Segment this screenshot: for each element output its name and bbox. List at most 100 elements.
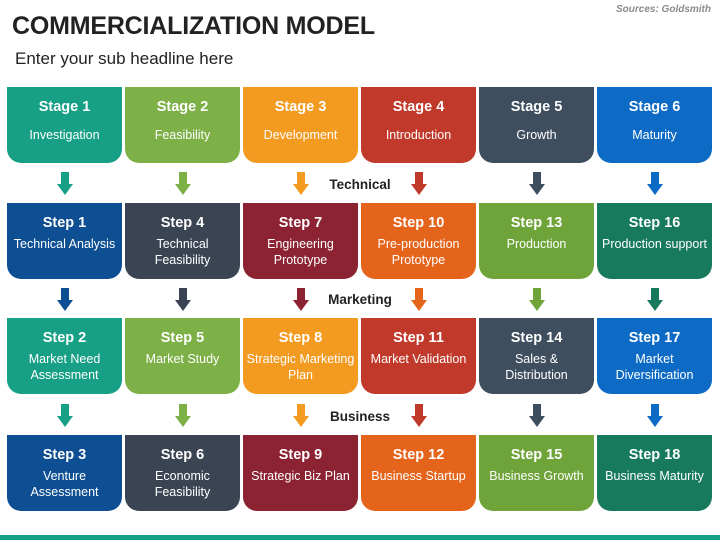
tile-title: Stage 4 [392, 99, 445, 115]
arrow-shaft [414, 172, 423, 184]
tile-title: Step 14 [510, 330, 563, 346]
tile-description: Market Validation [370, 352, 467, 366]
down-arrow-icon [410, 172, 427, 196]
tile-title: Step 1 [42, 215, 87, 231]
stage-tile: Step 2 Market Need Assessment [7, 318, 122, 394]
track-label: Marketing [328, 292, 392, 307]
arrow-head [56, 416, 73, 427]
arrow-shaft [650, 288, 659, 300]
stage-tile: Stage 5 Growth [479, 87, 594, 163]
arrow-shaft [60, 172, 69, 184]
tile-title: Stage 5 [510, 99, 563, 115]
tile-title: Step 17 [628, 330, 681, 346]
tile-description: Venture Assessment [30, 469, 99, 499]
down-arrow-icon [292, 172, 309, 196]
down-arrow-icon [646, 404, 663, 428]
tile-description: Feasibility [154, 128, 211, 142]
arrow-head [56, 184, 73, 195]
down-arrow-icon [528, 288, 545, 312]
page-subtitle: Enter your sub headline here [15, 49, 234, 68]
source-credit: Sources: Goldsmith [615, 4, 711, 15]
down-arrow-icon [646, 172, 663, 196]
tile-description: Market Study [145, 352, 220, 366]
tile-title: Step 16 [628, 215, 681, 231]
arrow-shaft [296, 404, 305, 416]
stage-tile: Step 3 Venture Assessment [7, 435, 122, 511]
arrow-shaft [178, 404, 187, 416]
tile-title: Step 5 [160, 330, 205, 346]
tile-title: Step 9 [278, 447, 323, 463]
arrow-head [292, 416, 309, 427]
tile-title: Step 15 [510, 447, 563, 463]
tile-description: Market Diversification [615, 352, 694, 382]
arrow-head [174, 300, 191, 311]
tile-description: Growth [516, 128, 557, 142]
track-label: Business [329, 409, 391, 424]
stage-tile: Step 5 Market Study [125, 318, 240, 394]
tile-description: Business Growth [489, 469, 584, 483]
down-arrow-icon [56, 172, 73, 196]
arrow-shaft [60, 288, 69, 300]
arrow-shaft [650, 404, 659, 416]
tile-title: Step 12 [392, 447, 445, 463]
tile-title: Stage 1 [38, 99, 91, 115]
arrow-head [174, 416, 191, 427]
tile-title: Step 4 [160, 215, 205, 231]
tile-description: Production support [602, 237, 707, 251]
track-label: Technical [329, 177, 391, 192]
arrow-shaft [178, 172, 187, 184]
arrow-shaft [296, 172, 305, 184]
arrow-head [528, 416, 545, 427]
arrow-head [528, 300, 545, 311]
tile-description: Maturity [632, 128, 677, 142]
down-arrow-icon [174, 288, 191, 312]
arrow-shaft [414, 404, 423, 416]
tile-title: Step 3 [42, 447, 87, 463]
arrow-head [174, 184, 191, 195]
down-arrow-icon [646, 288, 663, 312]
tile-title: Step 2 [42, 330, 87, 346]
arrow-shaft [532, 288, 541, 300]
tile-title: Step 10 [392, 215, 445, 231]
down-arrow-icon [292, 404, 309, 428]
tile-description: Technical Feasibility [154, 237, 211, 267]
stage-tile: Step 13 Production [479, 203, 594, 279]
arrow-shaft [414, 288, 423, 300]
arrow-head [292, 184, 309, 195]
down-arrow-icon [56, 404, 73, 428]
stage-tile: Step 17 Market Diversification [597, 318, 712, 394]
arrow-head [646, 184, 663, 195]
arrow-shaft [296, 288, 305, 300]
down-arrow-icon [56, 288, 73, 312]
arrow-shaft [650, 172, 659, 184]
tile-title: Step 8 [278, 330, 323, 346]
tile-title: Step 13 [510, 215, 563, 231]
arrow-head [528, 184, 545, 195]
down-arrow-icon [174, 404, 191, 428]
arrow-head [410, 184, 427, 195]
stage-tile: Step 4 Technical Feasibility [125, 203, 240, 279]
tile-description: Development [263, 128, 338, 142]
tile-description: Market Need Assessment [28, 352, 101, 382]
down-arrow-icon [292, 288, 309, 312]
tile-title: Step 18 [628, 447, 681, 463]
down-arrow-icon [410, 288, 427, 312]
arrow-head [56, 300, 73, 311]
down-arrow-icon [410, 404, 427, 428]
tile-description: Production [506, 237, 567, 251]
stage-tile: Step 16 Production support [597, 203, 712, 279]
tile-title: Step 7 [278, 215, 323, 231]
arrow-head [410, 300, 427, 311]
